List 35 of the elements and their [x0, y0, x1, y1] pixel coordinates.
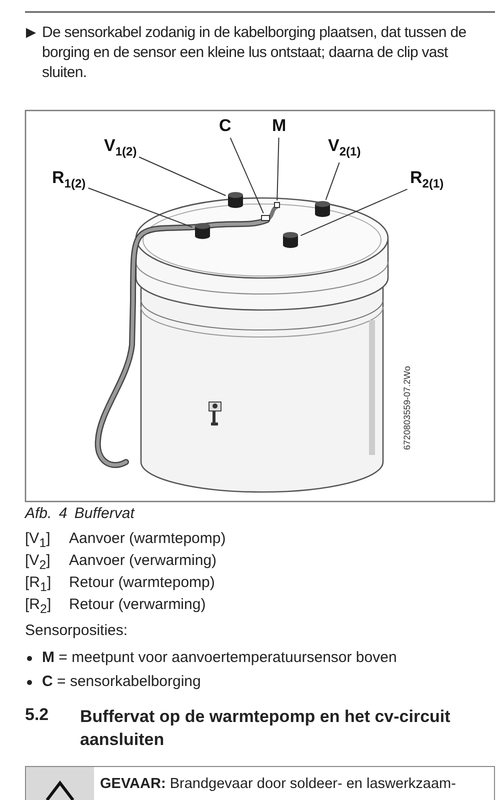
leader-line — [276, 137, 280, 201]
leader-line — [325, 162, 340, 200]
cable-clip — [261, 215, 270, 221]
list-heading: Sensorposities: — [25, 621, 128, 641]
list-item: C = sensorkabelborging — [42, 672, 201, 692]
callout-label: M — [272, 116, 286, 136]
leader-line — [300, 188, 408, 236]
pipe-connection — [228, 192, 243, 208]
leader-line — [88, 188, 193, 228]
pipe-connection — [315, 201, 330, 217]
key-symbol: [V$_{2}$] — [25, 551, 50, 574]
instruction-text: De sensorkabel zodanig in de kabelborging plaatsen, dat tussen de borging en de sensor een kleine lus ontstaat; daarna de clip vast sluiten. — [42, 23, 468, 83]
key-symbol: [R$_{2}$] — [25, 595, 52, 618]
key-description: Aanvoer (verwarming) — [69, 551, 217, 571]
section-heading: Buffervat op de warmtepomp en het cv-circuit aansluiten — [80, 706, 452, 751]
leader-line — [138, 156, 226, 196]
callout-label: R$_{2(1)}$ — [410, 168, 444, 194]
key-symbol: [V$_{1}$] — [25, 529, 50, 552]
warning-text: GEVAAR: Brandgevaar door soldeer- en laswerkzaam- — [100, 775, 456, 794]
key-description: Aanvoer (warmtepomp) — [69, 529, 226, 549]
key-description: Retour (warmtepomp) — [69, 573, 215, 593]
document-code: 6720803559-07.2Wo — [402, 365, 412, 452]
key-symbol: [R$_{1}$] — [25, 573, 52, 596]
leader-line — [230, 137, 264, 214]
pipe-connection — [195, 223, 210, 239]
key-description: Retour (verwarming) — [69, 595, 206, 615]
callout-label: R$_{1(2)}$ — [52, 168, 86, 194]
sensor-point — [274, 202, 280, 208]
list-item: M = meetpunt voor aanvoertemperatuursensor boven — [42, 648, 397, 668]
section-number: 5.2 — [25, 705, 49, 725]
callout-label: C — [219, 116, 232, 136]
callout-label: V$_{2(1)}$ — [328, 136, 361, 162]
callout-label: V$_{1(2)}$ — [104, 136, 137, 162]
figure-caption: Afb. 4 Buffervat — [25, 504, 134, 524]
pipe-connection — [283, 232, 298, 248]
